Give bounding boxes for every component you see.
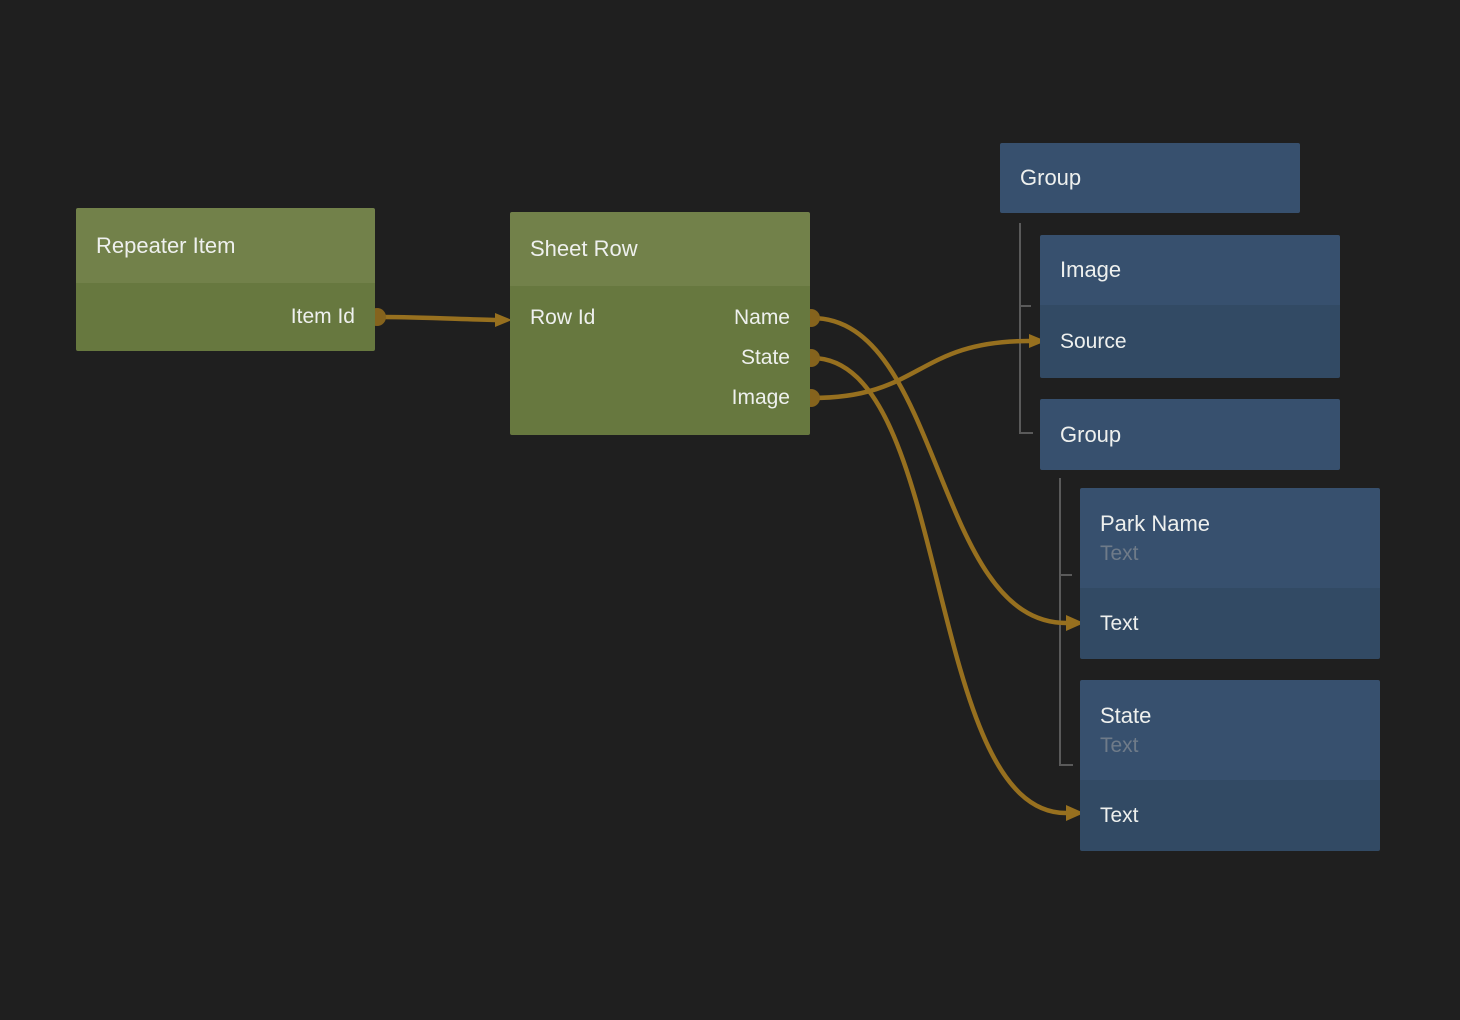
- port-name-output[interactable]: Name: [733, 306, 790, 329]
- node-sheet-row-body: Row Id Name State Image: [510, 286, 810, 435]
- node-title: State: [1100, 702, 1152, 728]
- node-repeater-item-header[interactable]: Repeater Item: [76, 208, 375, 283]
- wire-state-to-state-text[interactable]: [809, 355, 1069, 816]
- node-sheet-row[interactable]: Sheet Row Row Id Name State Image: [510, 212, 810, 435]
- port-source-input[interactable]: Source: [1060, 329, 1127, 353]
- node-image-header[interactable]: Image: [1040, 235, 1340, 305]
- node-state[interactable]: State Text Text: [1080, 680, 1380, 851]
- port-park-text-input[interactable]: Text: [1100, 611, 1139, 635]
- node-title: Group: [1060, 421, 1122, 447]
- wire-item-id-to-row-id[interactable]: [375, 314, 498, 323]
- node-title: Sheet Row: [530, 236, 638, 261]
- node-repeater-item-body: Item Id: [76, 283, 375, 351]
- port-item-id-output[interactable]: Item Id: [290, 305, 355, 328]
- port-row-id-input[interactable]: Row Id: [530, 306, 596, 329]
- node-park-name-header[interactable]: Park Name Text: [1080, 488, 1380, 588]
- node-park-name-body: Text: [1080, 588, 1380, 659]
- node-title: Park Name: [1100, 510, 1211, 536]
- port-state-text-input[interactable]: Text: [1100, 803, 1139, 827]
- node-title: Repeater Item: [96, 232, 236, 258]
- node-type-label: Text: [1100, 541, 1139, 565]
- node-state-body: Text: [1080, 780, 1380, 851]
- node-image-body: Source: [1040, 305, 1340, 378]
- node-state-header[interactable]: State Text: [1080, 680, 1380, 780]
- port-image-output[interactable]: Image: [731, 386, 790, 409]
- node-image[interactable]: Image Source: [1040, 235, 1340, 378]
- node-group-inner[interactable]: Group: [1040, 399, 1340, 470]
- node-group-top-header[interactable]: Group: [1000, 143, 1300, 213]
- wire-image-to-source[interactable]: [809, 338, 1032, 401]
- node-repeater-item[interactable]: Repeater Item Item Id: [76, 208, 375, 351]
- node-group-top[interactable]: Group: [1000, 143, 1300, 213]
- wire-name-to-park-text[interactable]: [809, 315, 1069, 626]
- node-title: Group: [1020, 165, 1082, 190]
- port-state-output[interactable]: State: [740, 346, 790, 369]
- node-sheet-row-header[interactable]: Sheet Row: [510, 212, 810, 286]
- node-park-name[interactable]: Park Name Text Text: [1080, 488, 1380, 659]
- node-group-inner-header[interactable]: Group: [1040, 399, 1340, 470]
- node-title: Image: [1060, 257, 1122, 282]
- tree-connector-group-top: [1019, 223, 1033, 434]
- node-type-label: Text: [1100, 733, 1139, 757]
